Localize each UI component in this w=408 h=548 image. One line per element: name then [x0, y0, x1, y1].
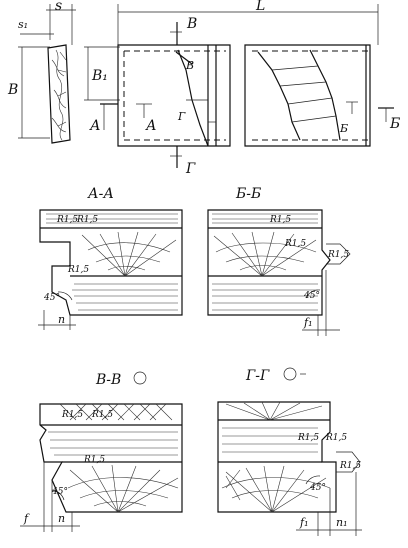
cut-A-right-label: А: [145, 118, 157, 134]
dim-B1-label: B₁: [91, 68, 108, 84]
gg-dim-n1-label: n₁: [336, 516, 348, 529]
bb-r3-label: R1,5: [327, 250, 349, 260]
aa-r3-label: R1,5: [67, 265, 89, 275]
surface-finish-icon: [283, 367, 297, 381]
gg-r3-label: R1,5: [339, 461, 361, 471]
aa-dim-label: n: [58, 313, 65, 326]
dim-L-label: L: [255, 0, 265, 14]
cut-B-inner-label: Б: [339, 122, 348, 135]
vv-r1-label: R1,5: [61, 410, 83, 420]
cut-V-top-label: В: [186, 16, 197, 32]
gg-angle-label: 45°: [309, 483, 326, 493]
section-bb-title: Б-Б: [235, 186, 261, 202]
bb-angle-label: 45°: [303, 291, 320, 301]
cut-A-left-label: А: [89, 118, 101, 134]
section-aa-title: А-А: [87, 186, 114, 202]
vv-angle-label: 45°: [51, 487, 68, 497]
vv-dim-n-label: n: [58, 512, 65, 525]
aa-r2-label: R1,5: [76, 215, 98, 225]
section-vv-title: В-В: [95, 372, 121, 388]
edge-view: s s₁ B: [7, 0, 76, 144]
cut-G-bottom-label: Г: [185, 161, 196, 177]
dim-s-label: s: [55, 0, 62, 14]
gg-r2-label: R1,5: [325, 433, 347, 443]
gg-dim-f1-label: f₁: [299, 516, 308, 529]
vv-r3-label: R1,5: [83, 455, 105, 465]
section-gg-title: Г-Г: [245, 368, 270, 384]
gg-r1-label: R1,5: [297, 433, 319, 443]
section-gg: Г-Г R1,5 R1,5 R1,5 45° f₁ n₁: [217, 367, 362, 536]
section-bb: Б-Б R1,5 R1,5 R1,5 45° f₁: [207, 186, 351, 336]
cut-G-inner-label: Г: [177, 110, 186, 123]
cut-B-right-label: Б: [389, 116, 400, 132]
vv-r2-label: R1,5: [91, 410, 113, 420]
cut-V-inner-label: В: [185, 59, 194, 72]
surface-finish-icon: [133, 371, 147, 385]
vv-dim-f-label: f: [23, 512, 30, 525]
plan-view: L B₁ В В Г Г: [84, 0, 400, 177]
section-aa: А-А R1,5 R1,5 R1,5 45° n: [38, 186, 183, 330]
bb-r2-label: R1,5: [284, 239, 306, 249]
section-vv: В-В R1,5 R1,5 R1,5 45° f n: [20, 371, 183, 532]
bb-dim-label: f₁: [303, 316, 312, 329]
bb-r1-label: R1,5: [269, 215, 291, 225]
dim-B-label: B: [7, 82, 18, 98]
aa-r1-label: R1,5: [56, 215, 78, 225]
dim-s1-label: s₁: [18, 18, 28, 31]
aa-angle-label: 45°: [43, 293, 60, 303]
